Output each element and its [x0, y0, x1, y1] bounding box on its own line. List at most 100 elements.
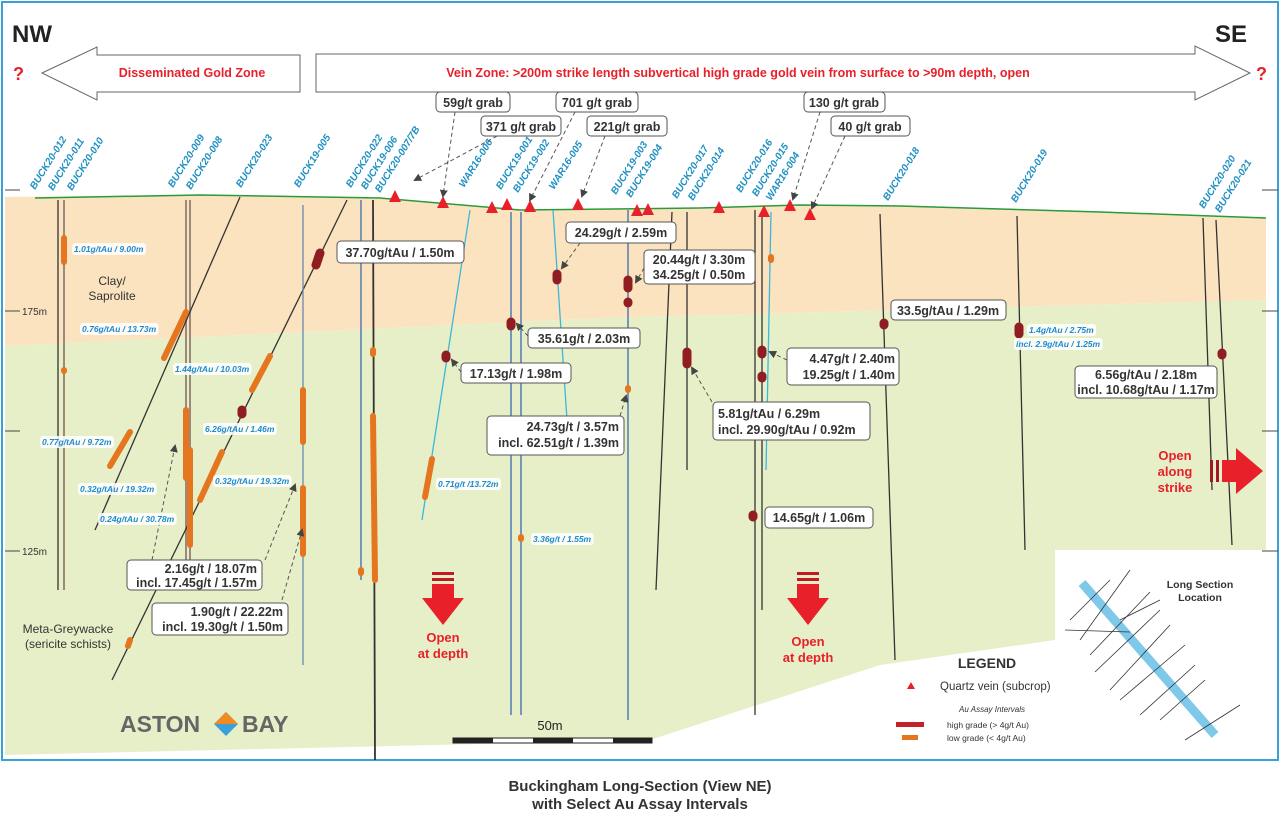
elevation-axis	[5, 189, 1278, 552]
assay-callout: 37.70g/tAu / 1.50m	[345, 246, 454, 260]
assay-small-label: 0.24g/tAu / 30.78m	[100, 514, 175, 524]
label-halo	[98, 513, 177, 525]
inset-title: Long Section	[1167, 579, 1234, 591]
high-grade-swatch	[896, 722, 924, 727]
assay-callout: 14.65g/t / 1.06m	[773, 511, 865, 525]
assay-callout: 35.61g/t / 2.03m	[538, 332, 630, 346]
assay-callout: incl. 17.45g/t / 1.57m	[136, 576, 257, 590]
open-at-depth-label: at depth	[418, 646, 469, 661]
elevation-175-label: 175m	[22, 307, 47, 318]
assay-callout: 5.81g/tAu / 6.29m	[718, 407, 820, 421]
surface-line	[34, 194, 1267, 219]
assay-callout: 24.29g/t / 2.59m	[575, 226, 667, 240]
open-along-strike-label: Open	[1158, 448, 1191, 463]
assay-small-label: 0.32g/tAu / 19.32m	[215, 476, 290, 486]
se-label: SE	[1215, 21, 1247, 48]
assay-callout: 20.44g/t / 3.30m	[653, 253, 745, 267]
label-halo	[78, 483, 157, 495]
assay-small-label: 0.32g/tAu / 19.32m	[80, 484, 155, 494]
assay-callout: incl. 19.30g/t / 1.50m	[162, 620, 283, 634]
grab-label: 130 g/t grab	[809, 96, 880, 110]
question-mark-right: ?	[1256, 64, 1267, 84]
assay-callout: 1.90g/t / 22.22m	[191, 605, 283, 619]
legend-high-grade: high grade (> 4g/t Au)	[947, 720, 1029, 730]
open-along-strike-arrow: Open along strike	[1158, 448, 1263, 495]
assay-callout: incl. 10.68g/tAu / 1.17m	[1077, 383, 1215, 397]
scale-label: 50m	[537, 718, 562, 733]
elevation-125-label: 125m	[22, 547, 47, 558]
label-halo	[531, 533, 594, 545]
assay-small-label: 0.76g/tAu / 13.73m	[82, 324, 157, 334]
legend-title: LEGEND	[958, 655, 1016, 671]
low-grade-labels: 1.01g/tAu / 9.00m 0.76g/tAu / 13.73m 1.4…	[40, 243, 1103, 545]
assay-callouts: 37.70g/tAu / 1.50m 24.29g/t / 2.59m 20.4…	[126, 221, 1218, 636]
label-halo	[213, 475, 292, 487]
caption-line-1: Buckingham Long-Section (View NE)	[508, 778, 771, 795]
location-inset: Long Section Location	[1057, 550, 1250, 750]
logo-text-right: BAY	[242, 711, 288, 737]
grab-label: 371 g/t grab	[486, 120, 557, 134]
label-halo	[40, 436, 114, 448]
caption-line-2: with Select Au Assay Intervals	[531, 796, 748, 813]
assay-callout: incl. 29.90g/tAu / 0.92m	[718, 423, 856, 437]
assay-small-label: 6.26g/tAu / 1.46m	[205, 424, 275, 434]
question-mark-left: ?	[13, 64, 24, 84]
label-halo	[203, 423, 277, 435]
legend-quartz: Quartz vein (subcrop)	[940, 681, 1051, 693]
clay-label: Clay/	[98, 274, 126, 288]
grab-label: 40 g/t grab	[838, 120, 902, 134]
grab-label: 701 g/t grab	[562, 96, 633, 110]
open-at-depth-label: Open	[791, 634, 824, 649]
assay-callout: 33.5g/tAu / 1.29m	[897, 304, 999, 318]
quartz-vein-icon	[907, 682, 915, 689]
grab-callouts: 59g/t grab 371 g/t grab 701 g/t grab 221…	[413, 91, 911, 210]
open-at-depth-arrow-2: Open at depth	[783, 572, 833, 665]
legend-assay-title: Au Assay Intervals	[958, 705, 1025, 714]
assay-callout: 2.16g/t / 18.07m	[165, 562, 257, 576]
inset-title: Location	[1178, 592, 1222, 604]
assay-callout: 6.56g/tAu / 2.18m	[1095, 368, 1197, 382]
assay-small-label: 3.36g/t / 1.55m	[533, 534, 592, 544]
greywacke-sublabel: (sericite schists)	[25, 637, 111, 651]
assay-small-label: 1.01g/tAu / 9.00m	[74, 244, 144, 254]
legend-low-grade: low grade (< 4g/t Au)	[947, 733, 1026, 743]
left-zone-arrow	[40, 46, 301, 101]
assay-callout: 34.25g/t / 0.50m	[653, 268, 745, 282]
assay-small-label: 0.71g/t /13.72m	[438, 479, 499, 489]
assay-small-label: 1.4g/tAu / 2.75m	[1029, 325, 1094, 335]
open-along-strike-label: along	[1158, 464, 1193, 479]
open-along-strike-label: strike	[1158, 480, 1193, 495]
label-halo	[436, 478, 501, 490]
open-at-depth-arrow-1: Open at depth	[418, 572, 469, 661]
greywacke-label: Meta-Greywacke	[23, 622, 114, 636]
label-halo	[173, 363, 252, 375]
assay-small-label: incl. 2.9g/tAu / 1.25m	[1016, 339, 1101, 349]
assay-callout: 24.73g/t / 3.57m	[527, 420, 619, 434]
nw-label: NW	[12, 21, 52, 48]
assay-callout: 19.25g/t / 1.40m	[803, 368, 895, 382]
meta-greywacke-unit	[5, 300, 1266, 755]
assay-callout: incl. 62.51g/t / 1.39m	[498, 436, 619, 450]
label-halo	[1027, 324, 1097, 336]
legend: LEGEND Quartz vein (subcrop) Au Assay In…	[896, 655, 1051, 743]
scale-bar: 50m	[452, 718, 653, 744]
grab-label: 59g/t grab	[443, 96, 503, 110]
quartz-vein-markers	[389, 190, 816, 220]
assay-callout: 17.13g/t / 1.98m	[470, 367, 562, 381]
logo-text-left: ASTON	[120, 711, 200, 737]
assay-small-label: 1.44g/tAu / 10.03m	[175, 364, 250, 374]
saprolite-label: Saprolite	[88, 289, 136, 303]
label-halo	[72, 243, 146, 255]
open-at-depth-label: Open	[426, 630, 459, 645]
grab-label: 221g/t grab	[594, 120, 661, 134]
label-halo	[1014, 338, 1103, 350]
assay-intervals	[61, 235, 1227, 649]
vein-zone-label: Vein Zone: >200m strike length subvertic…	[446, 66, 1029, 80]
assay-small-label: 0.77g/tAu / 9.72m	[42, 437, 112, 447]
assay-callout: 4.47g/t / 2.40m	[810, 352, 895, 366]
label-halo	[80, 323, 159, 335]
disseminated-zone-label: Disseminated Gold Zone	[119, 66, 266, 80]
aston-bay-logo: ASTON BAY	[120, 711, 288, 737]
low-grade-swatch	[902, 735, 918, 740]
